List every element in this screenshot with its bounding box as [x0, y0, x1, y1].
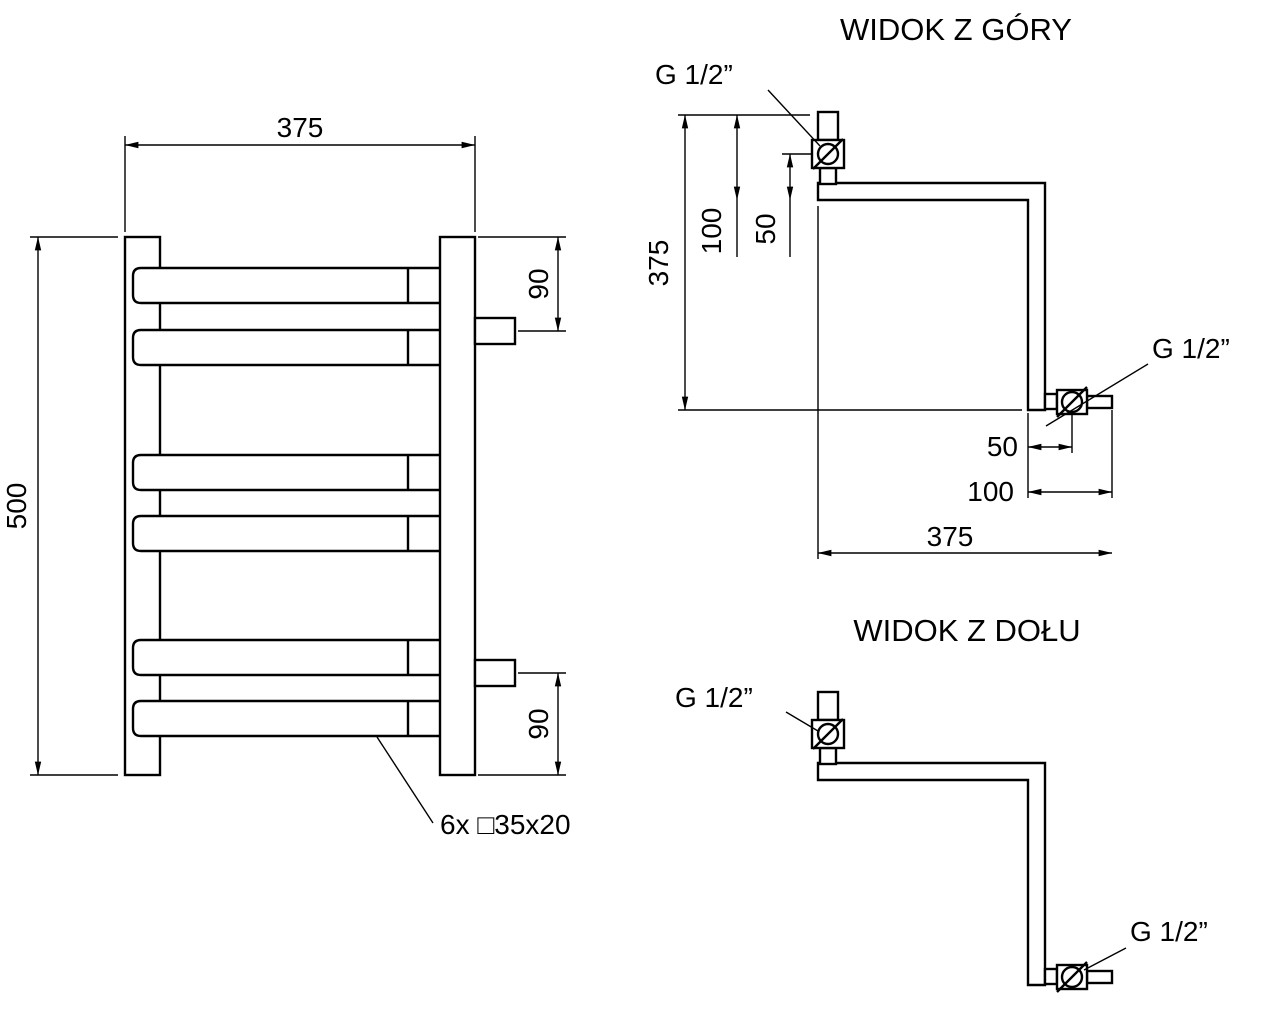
rung [131, 453, 448, 492]
rung [131, 514, 448, 553]
extension-lines-width [124, 136, 476, 232]
rung [131, 699, 448, 738]
valve-neck [818, 166, 838, 186]
dim-height-label: 500 [1, 483, 32, 530]
front-view-dimensions: 375 500 90 90 6x □35x20 [1, 112, 571, 840]
valve-slash [1056, 961, 1088, 993]
front-view: 375 500 90 90 6x □35x20 [1, 112, 571, 840]
bottom-view-body [810, 690, 1114, 993]
pipe-outline [816, 761, 1047, 987]
valve-tail [1085, 394, 1114, 410]
thread-label-right: G 1/2” [1152, 333, 1230, 364]
right-collector [438, 235, 477, 777]
valve-neck [1043, 392, 1059, 411]
dim-top-offset-label: 90 [523, 268, 554, 299]
dim-bottom-offset-label: 90 [523, 708, 554, 739]
thread-label-right: G 1/2” [1130, 916, 1208, 947]
valve-tail [816, 690, 840, 722]
radiator-body [123, 235, 517, 777]
rung [131, 266, 448, 305]
rung [131, 328, 448, 367]
valve-neck [818, 746, 838, 766]
valve-slash [1056, 386, 1088, 418]
extension-lines-horizontal [817, 206, 1113, 559]
thread-leader-right [1083, 947, 1127, 971]
top-view-dimensions: 375 100 50 50 100 375 [643, 114, 1113, 559]
top-view-thread-labels: G 1/2” G 1/2” [655, 59, 1230, 427]
top-view-title: WIDOK Z GÓRY [840, 12, 1072, 47]
top-connection-stub [473, 316, 517, 346]
thread-label-left: G 1/2” [675, 682, 753, 713]
dim-375h-label: 375 [927, 521, 974, 552]
bottom-connection-stub [473, 658, 517, 688]
valve-neck [1043, 967, 1059, 986]
bottom-view-title: WIDOK Z DOŁU [853, 613, 1080, 648]
thread-label-left: G 1/2” [655, 59, 733, 90]
bottom-view: WIDOK Z DOŁU G 1/2” G 1/2” [675, 613, 1208, 993]
pipe-outline [816, 181, 1047, 412]
bottom-view-thread-labels: G 1/2” G 1/2” [675, 682, 1208, 971]
rung-spec-label: 6x □35x20 [440, 809, 571, 840]
valve-slash [812, 138, 844, 170]
extension-lines-vertical [678, 114, 1022, 411]
left-collector [123, 235, 162, 777]
thread-leader-left [767, 89, 821, 147]
thread-leader-right [1045, 363, 1149, 427]
dim-width-label: 375 [277, 112, 324, 143]
top-view-body [810, 110, 1114, 418]
dim-50v-label: 50 [750, 213, 781, 244]
valve-tail [1085, 969, 1114, 985]
rung [131, 638, 448, 677]
rung-spec-leader [376, 736, 434, 824]
thread-leader-left [785, 711, 819, 732]
valve-slash [812, 718, 844, 750]
extension-lines-height [30, 236, 118, 776]
dim-375v-label: 375 [643, 240, 674, 287]
top-view: WIDOK Z GÓRY 375 [643, 12, 1230, 559]
dim-100v-label: 100 [696, 208, 727, 255]
dim-50h-label: 50 [987, 431, 1018, 462]
valve-tail [816, 110, 840, 142]
dim-100h-label: 100 [967, 476, 1014, 507]
